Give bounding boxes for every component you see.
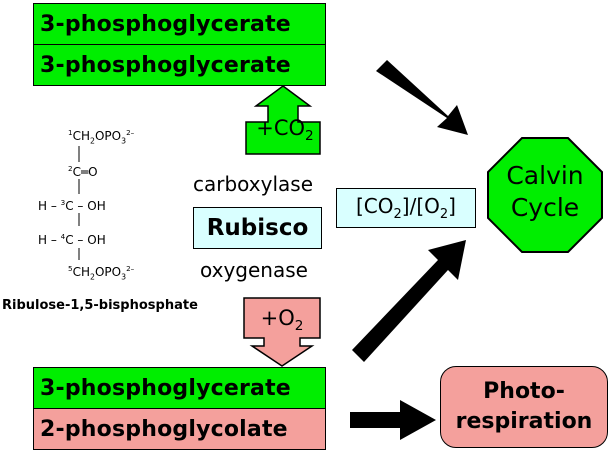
molecule-name: Ribulose-1,5-bisphosphate <box>2 298 198 313</box>
bottom-product-label-2: 2-phosphoglycolate <box>40 416 288 442</box>
photorespiration-label: Photo- respiration <box>455 379 593 434</box>
arrow-to-photorespiration <box>350 400 436 440</box>
calvin-cycle-label: Calvin Cycle <box>506 161 584 222</box>
bottom-product-box-1: 3-phosphoglycerate <box>33 367 326 409</box>
o2-down-arrow <box>243 297 321 367</box>
ratio-box: [CO2]/[O2] <box>336 188 476 228</box>
rubisco-label: Rubisco <box>206 215 309 241</box>
molecule-row-2: 2C═O <box>68 164 98 179</box>
arrow-top-to-calvin <box>376 60 468 135</box>
top-product-box-2: 3-phosphoglycerate <box>33 44 326 86</box>
ribulose-structure: 1CH2OPO32– 2C═O H – 3C – OH H – 4C – OH … <box>0 126 230 316</box>
photorespiration-box: Photo- respiration <box>440 366 608 448</box>
rubisco-box: Rubisco <box>193 207 322 249</box>
top-product-label-1: 3-phosphoglycerate <box>40 11 291 37</box>
molecule-row-1: 1CH2OPO32– <box>68 128 135 146</box>
co2-label: +CO2 <box>256 116 314 145</box>
arrow-bottom-to-calvin <box>352 240 466 362</box>
co2-up-arrow <box>245 85 321 155</box>
oxygenase-label: oxygenase <box>200 258 308 282</box>
top-product-box-1: 3-phosphoglycerate <box>33 3 326 45</box>
calvin-cycle-octagon <box>487 137 603 253</box>
top-product-label-2: 3-phosphoglycerate <box>40 52 291 78</box>
bottom-product-label-1: 3-phosphoglycerate <box>40 375 291 401</box>
molecule-row-4: H – 4C – OH <box>38 232 106 247</box>
ratio-label: [CO2]/[O2] <box>356 194 456 222</box>
o2-label: +O2 <box>260 306 304 335</box>
molecule-row-5: 5CH2OPO32– <box>68 264 135 282</box>
bottom-product-box-2: 2-phosphoglycolate <box>33 408 326 450</box>
molecule-row-3: H – 3C – OH <box>38 198 106 213</box>
carboxylase-label: carboxylase <box>193 172 313 196</box>
